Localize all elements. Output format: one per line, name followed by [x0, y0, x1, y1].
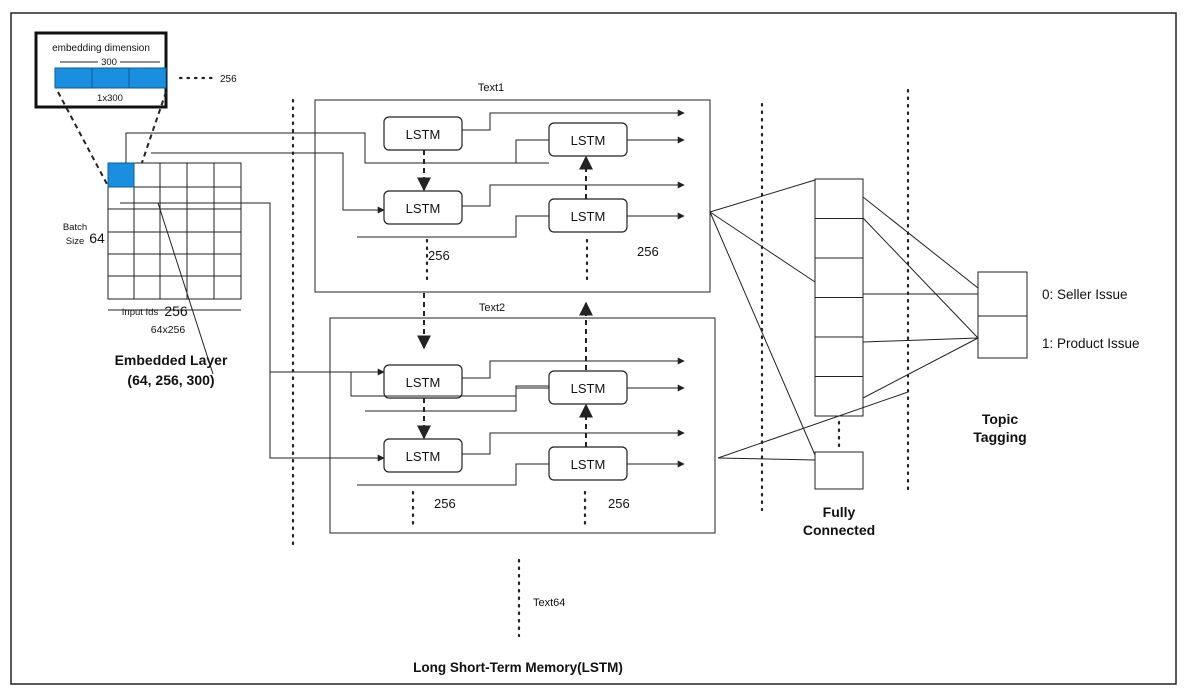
matrix-input-lines	[120, 132, 549, 462]
batch-label: Batch	[63, 222, 87, 233]
fc-cell	[814, 336, 864, 377]
embedding-inset: embedding dimension 300 1x300 256	[34, 31, 237, 109]
text2-label: Text2	[479, 302, 505, 314]
fc-cell	[814, 257, 864, 298]
matrix-shape-label: 64x256	[151, 324, 186, 336]
topic-tagging-title-line1: Topic	[982, 411, 1019, 427]
topic-output-1-cell	[977, 315, 1028, 359]
lstm-cell: LSTM	[383, 116, 463, 151]
topic-output-1-label: 1: Product Issue	[1042, 336, 1140, 351]
fully-connected-title-line2: Connected	[803, 522, 875, 538]
fc-last-cell	[814, 451, 864, 490]
input-line-row1	[125, 132, 549, 164]
embedded-layer-shape: (64, 256, 300)	[127, 372, 214, 388]
lstm-cell-label: LSTM	[406, 449, 441, 464]
embedding-matrix: Input Ids 256 64x256 Batch Size 64 Embed…	[63, 162, 242, 388]
input-ids-value: 256	[164, 303, 188, 319]
fc-cells	[814, 178, 864, 417]
fc-cell	[814, 376, 864, 417]
fully-connected-title-line1: Fully	[823, 504, 856, 520]
sequence-length-label: 256	[428, 248, 450, 263]
size-label: Size	[66, 236, 84, 247]
lstm-cell-label: LSTM	[571, 209, 606, 224]
lstm-block-text1: LSTM LSTM LSTM LSTM 256 256	[357, 109, 685, 282]
topic-tagging-title-line2: Tagging	[973, 429, 1026, 445]
input-line-diagonal	[157, 202, 214, 375]
fc-cell	[814, 178, 864, 219]
sequence-length-label: 256	[434, 496, 456, 511]
embedding-size-label: 1x300	[97, 93, 123, 104]
fc-cell	[814, 218, 864, 259]
lstm-cell: LSTM	[548, 198, 628, 233]
lstm-cell: LSTM	[548, 122, 628, 157]
text1-label: Text1	[478, 82, 504, 94]
topic-tagging: 0: Seller Issue 1: Product Issue Topic T…	[973, 271, 1140, 445]
text1-box	[314, 99, 711, 293]
lstm-cell-label: LSTM	[571, 457, 606, 472]
lstm-cell: LSTM	[548, 370, 628, 405]
lstm-cell-label: LSTM	[406, 127, 441, 142]
embedded-layer-title: Embedded Layer	[115, 352, 228, 368]
lstm-cell: LSTM	[548, 446, 628, 481]
lstm-section-title: Long Short-Term Memory(LSTM)	[413, 660, 623, 675]
text2-box	[329, 317, 716, 534]
lstm-cell-label: LSTM	[406, 375, 441, 390]
outer-frame	[10, 12, 1177, 685]
lstm-cell: LSTM	[383, 190, 463, 225]
sequence-length-label: 256	[637, 244, 659, 259]
fc-cell	[814, 297, 864, 338]
topic-output-0-label: 0: Seller Issue	[1042, 287, 1128, 302]
input-ids-label: Input Ids	[122, 307, 159, 318]
input-line-row2	[151, 152, 385, 214]
text64-label: Text64	[533, 597, 565, 609]
embedding-dimension-label: embedding dimension	[52, 43, 150, 54]
input-line-row4	[120, 202, 385, 462]
matrix-grid	[108, 163, 241, 299]
embedding-vector	[54, 67, 167, 89]
matrix-highlight-cell	[107, 162, 135, 188]
lstm-cell-label: LSTM	[571, 381, 606, 396]
embedding-300-label: 300	[101, 57, 117, 68]
lstm-cell-label: LSTM	[571, 133, 606, 148]
lstm-block-text2: LSTM LSTM LSTM LSTM 256 256	[270, 357, 685, 530]
fc-to-topic-connections	[862, 196, 979, 399]
topic-output-0-cell	[977, 271, 1028, 317]
lstm-cell-label: LSTM	[406, 201, 441, 216]
sequence-length-label: 256	[608, 496, 630, 511]
batch-size-value: 64	[89, 230, 105, 246]
lstm-to-fc-connections	[709, 179, 909, 461]
lstm-cell: LSTM	[383, 364, 463, 399]
fully-connected-layer: Fully Connected	[803, 178, 875, 538]
embedding-count-label: 256	[220, 74, 237, 85]
lstm-cell: LSTM	[383, 438, 463, 473]
